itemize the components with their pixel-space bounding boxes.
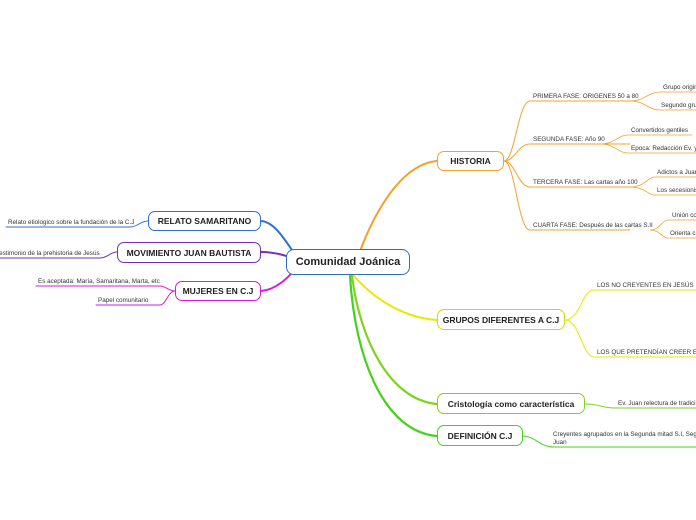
topic-movimiento-juan-bautista-label: MOVIMIENTO JUAN BAUTISTA <box>126 247 252 258</box>
link-mujeres-item <box>35 285 176 292</box>
historia-fase-2[interactable]: SEGUNDA FASE: Año 90 <box>533 136 605 143</box>
link-mujeres-item <box>95 290 176 306</box>
link-fase-item <box>629 176 696 188</box>
mujeres-item[interactable]: Es aceptada: María, Samaritana, Marta, e… <box>38 278 160 285</box>
mujeres-item[interactable]: Papel comunitario <box>98 297 149 304</box>
historia-fase-1[interactable]: PRIMERA FASE: ORIGENES 50 a 80 <box>533 93 639 100</box>
topic-movimiento-juan-bautista[interactable]: MOVIMIENTO JUAN BAUTISTA <box>117 242 261 263</box>
topic-historia-label: HISTORIA <box>450 156 491 166</box>
link-grupos-item <box>564 289 696 321</box>
historia-fase-3[interactable]: TERCERA FASE: Las cartas año 100 <box>533 179 638 186</box>
topic-mujeres-label: MUJERES EN C.J <box>182 286 254 296</box>
topic-cristologia[interactable]: Cristología como característica <box>437 393 585 414</box>
cristologia-item[interactable]: Ev. Juan relectura de tradici <box>618 400 696 407</box>
link-movimiento-item <box>0 251 118 259</box>
grupos-item[interactable]: LOS NO CREYENTES EN JESÚS <box>597 282 694 289</box>
relato-item[interactable]: Relato etiologico sobre la fundación de … <box>8 219 135 226</box>
link-historia-fase <box>503 160 631 231</box>
link-fase-item <box>649 219 696 231</box>
link-historia-fase <box>503 143 631 162</box>
link-center-cristologia <box>350 274 439 406</box>
central-topic[interactable]: Comunidad Joánica <box>286 249 410 275</box>
link-historia-fase <box>503 100 631 162</box>
fase-4-item[interactable]: Orienta c <box>670 230 696 237</box>
topic-cristologia-label: Cristología como característica <box>447 398 575 409</box>
fase-3-item[interactable]: Los secesionis <box>657 187 696 194</box>
topic-definicion[interactable]: DEFINICIÓN C.J <box>437 425 523 446</box>
link-historia-fase <box>503 160 631 188</box>
link-relato-item <box>5 220 149 228</box>
link-center-grupos <box>353 275 438 321</box>
link-fase-item <box>629 91 696 102</box>
topic-mujeres[interactable]: MUJERES EN C.J <box>175 281 261 301</box>
topic-relato-samaritano-label: RELATO SAMARITANO <box>157 216 252 226</box>
link-fase-item <box>599 134 693 145</box>
link-grupos-item <box>564 319 696 358</box>
topic-grupos-diferentes-label: GRUPOS DIFERENTES A C.J <box>442 314 560 325</box>
definicion-item[interactable]: Creyentes agrupados en la Segunda mitad … <box>553 431 696 446</box>
historia-fase-4[interactable]: CUARTA FASE: Después de las cartas S.II <box>533 222 653 229</box>
fase-3-item[interactable]: Adictos a Juan <box>657 169 696 176</box>
link-center-definicion <box>348 274 439 438</box>
fase-4-item[interactable]: Unión co <box>672 212 696 219</box>
fase-1-item[interactable]: Segundo gru <box>661 102 696 109</box>
link-fase-item <box>649 229 696 239</box>
grupos-item[interactable]: LOS QUE PRETENDÍAN CREER EN JE <box>597 349 696 356</box>
topic-grupos-diferentes[interactable]: GRUPOS DIFERENTES A C.J <box>437 309 565 330</box>
fase-2-item[interactable]: Epoca: Redacción Ev. y <box>631 145 696 152</box>
topic-historia[interactable]: HISTORIA <box>437 151 504 171</box>
topic-relato-samaritano[interactable]: RELATO SAMARITANO <box>148 211 261 231</box>
link-definicion-item <box>522 435 696 448</box>
topic-definicion-label: DEFINICIÓN C.J <box>447 430 513 441</box>
central-topic-label: Comunidad Joánica <box>295 256 401 268</box>
link-fase-item <box>629 100 696 111</box>
fase-2-item[interactable]: Convertidos gentiles <box>631 127 689 134</box>
link-fase-item <box>599 143 696 154</box>
link-fase-item <box>629 186 696 196</box>
movimiento-item[interactable]: Testimonio de la prehistoria de Jesús <box>0 250 100 257</box>
fase-1-item[interactable]: Grupo origin <box>663 84 696 91</box>
link-cristologia-item <box>584 403 696 409</box>
